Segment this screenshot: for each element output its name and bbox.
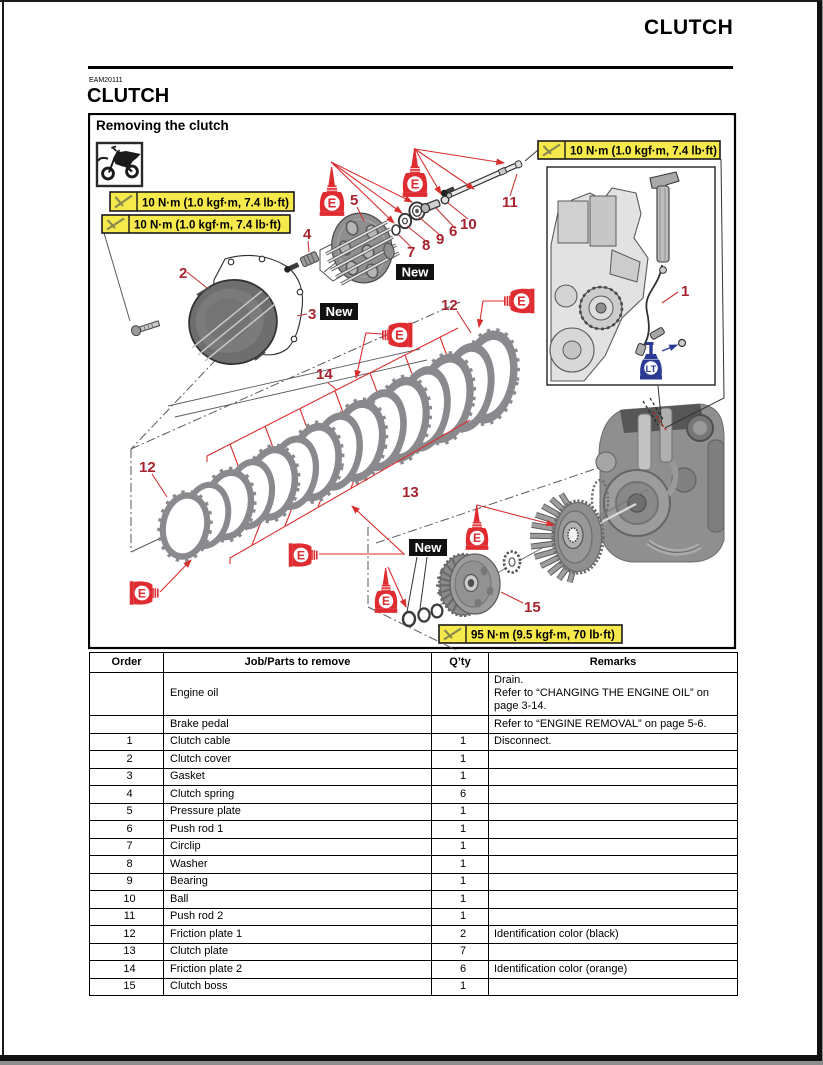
svg-text:E: E [297,548,305,562]
svg-text:E: E [138,586,146,600]
svg-text:2: 2 [179,265,187,282]
svg-text:E: E [395,328,404,343]
svg-text:6: 6 [449,223,457,240]
svg-text:95 N·m (9.5 kgf·m, 70 lb·ft): 95 N·m (9.5 kgf·m, 70 lb·ft) [471,630,615,642]
svg-text:11: 11 [502,194,518,211]
svg-text:9: 9 [436,231,444,248]
svg-text:12: 12 [139,459,156,476]
svg-text:10: 10 [460,216,477,233]
svg-text:12: 12 [441,297,458,314]
svg-text:New: New [326,304,354,319]
svg-text:E: E [411,177,420,192]
svg-text:13: 13 [402,484,419,501]
svg-text:8: 8 [422,237,430,254]
svg-text:3: 3 [308,306,316,323]
svg-text:E: E [382,594,390,608]
svg-text:10 N·m (1.0 kgf·m, 7.4 lb·ft): 10 N·m (1.0 kgf·m, 7.4 lb·ft) [134,220,281,232]
svg-text:14: 14 [316,366,333,383]
svg-text:10 N·m (1.0 kgf·m, 7.4 lb·ft): 10 N·m (1.0 kgf·m, 7.4 lb·ft) [142,198,289,210]
svg-text:Removing the clutch: Removing the clutch [96,118,229,133]
svg-text:1: 1 [681,283,689,300]
svg-text:10 N·m (1.0 kgf·m, 7.4 lb·ft): 10 N·m (1.0 kgf·m, 7.4 lb·ft) [570,146,717,158]
svg-text:15: 15 [524,599,541,616]
svg-text:5: 5 [350,192,358,209]
svg-text:LT: LT [646,364,657,375]
svg-text:New: New [402,265,430,280]
svg-text:New: New [415,540,443,555]
svg-text:7: 7 [407,244,415,261]
svg-text:E: E [473,531,481,545]
svg-text:E: E [328,196,337,211]
svg-text:E: E [517,294,526,309]
svg-text:4: 4 [303,226,312,243]
